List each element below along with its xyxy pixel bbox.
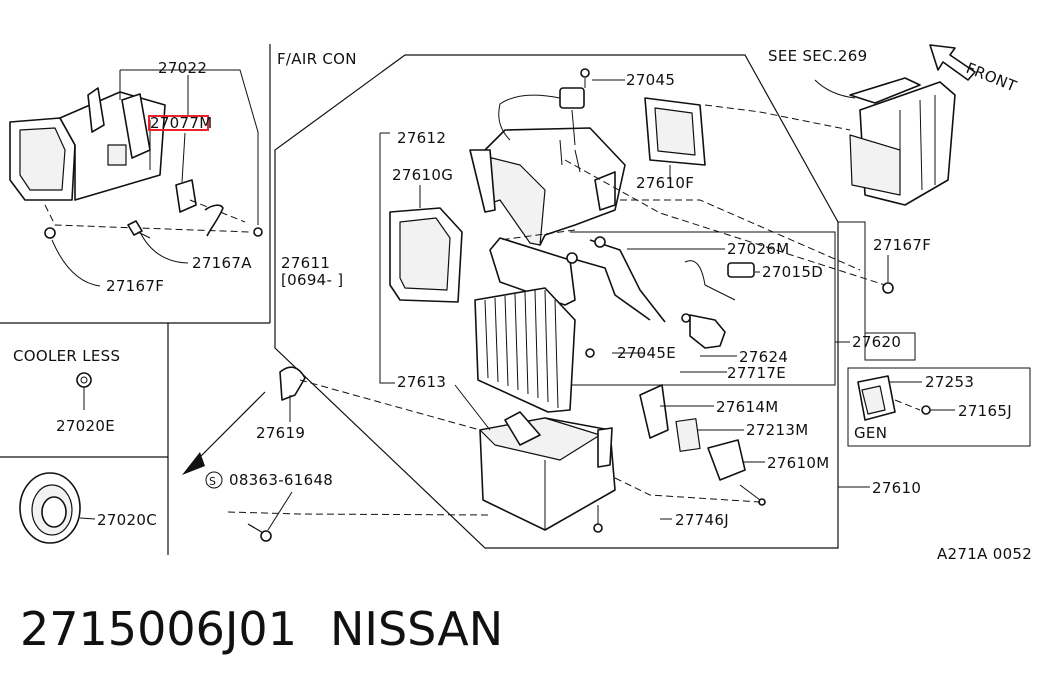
hose-27619 xyxy=(279,366,306,401)
label-27612: 27612 xyxy=(397,129,446,147)
label-27620: 27620 xyxy=(852,333,901,351)
label-27045: 27045 xyxy=(626,71,675,89)
label-27077m: 27077M xyxy=(150,114,212,132)
label-see-section: SEE SEC.269 xyxy=(768,47,867,65)
front-arrow-icon xyxy=(929,44,976,81)
label-27167f-left: 27167F xyxy=(106,277,164,295)
see-sec-269-component xyxy=(814,77,956,206)
blower-intake-assembly xyxy=(9,87,197,213)
label-drawing-code: A271A 0052 xyxy=(937,545,1032,563)
evaporator-core-27611 xyxy=(474,237,576,413)
cooler-less-part xyxy=(76,372,92,410)
upper-case-27612 xyxy=(469,127,626,246)
label-front: FRONT xyxy=(964,59,1020,96)
lower-case-27610 xyxy=(479,411,616,533)
label-27020c: 27020C xyxy=(97,511,157,529)
label-gen: GEN xyxy=(854,424,887,442)
footer-part-number: 2715006J01 xyxy=(20,602,297,656)
footer-brand: NISSAN xyxy=(330,602,503,656)
label-27614m: 27614M xyxy=(716,398,778,416)
seal-27610g xyxy=(389,185,463,303)
actuator-27045 xyxy=(498,68,625,146)
label-27610f: 27610F xyxy=(636,174,694,192)
label-27022: 27022 xyxy=(158,59,207,77)
label-27717e: 27717E xyxy=(727,364,786,382)
label-27213m: 27213M xyxy=(746,421,808,439)
s-mark-icon xyxy=(205,471,223,489)
label-section-title: F/AIR CON xyxy=(277,50,357,68)
label-cooler-less: COOLER LESS xyxy=(13,347,120,365)
label-27045e: 27045E xyxy=(617,344,676,362)
label-27026m: 27026M xyxy=(727,240,789,258)
seal-ring xyxy=(19,472,96,544)
screw-08363 xyxy=(227,491,491,542)
label-27015d: 27015D xyxy=(762,263,823,281)
label-27613: 27613 xyxy=(397,373,446,391)
label-27619: 27619 xyxy=(256,424,305,442)
label-27746j: 27746J xyxy=(675,511,729,529)
label-27020e: 27020E xyxy=(56,417,115,435)
label-27167f-right: 27167F xyxy=(873,236,931,254)
label-27611: 27611 xyxy=(281,254,330,272)
highlight-27077m xyxy=(148,115,209,131)
direction-arrow-icon xyxy=(182,452,205,475)
label-27253: 27253 xyxy=(925,373,974,391)
bracket-parts xyxy=(639,384,766,506)
label-27610: 27610 xyxy=(872,479,921,497)
label-27611-date: [0694- ] xyxy=(281,271,343,289)
label-27165j: 27165J xyxy=(958,402,1012,420)
main-assembly-outline xyxy=(274,54,839,549)
label-27167a: 27167A xyxy=(192,254,252,272)
seal-27610f xyxy=(644,97,706,182)
label-27610g: 27610G xyxy=(392,166,453,184)
label-s-mark: S xyxy=(209,475,216,488)
label-27624: 27624 xyxy=(739,348,788,366)
label-27610m: 27610M xyxy=(767,454,829,472)
gen-part xyxy=(857,375,931,421)
label-08363: 08363-61648 xyxy=(229,471,333,489)
expansion-valve-pipes xyxy=(566,236,755,358)
panel-borders xyxy=(0,44,271,555)
leader-lines xyxy=(289,248,955,520)
